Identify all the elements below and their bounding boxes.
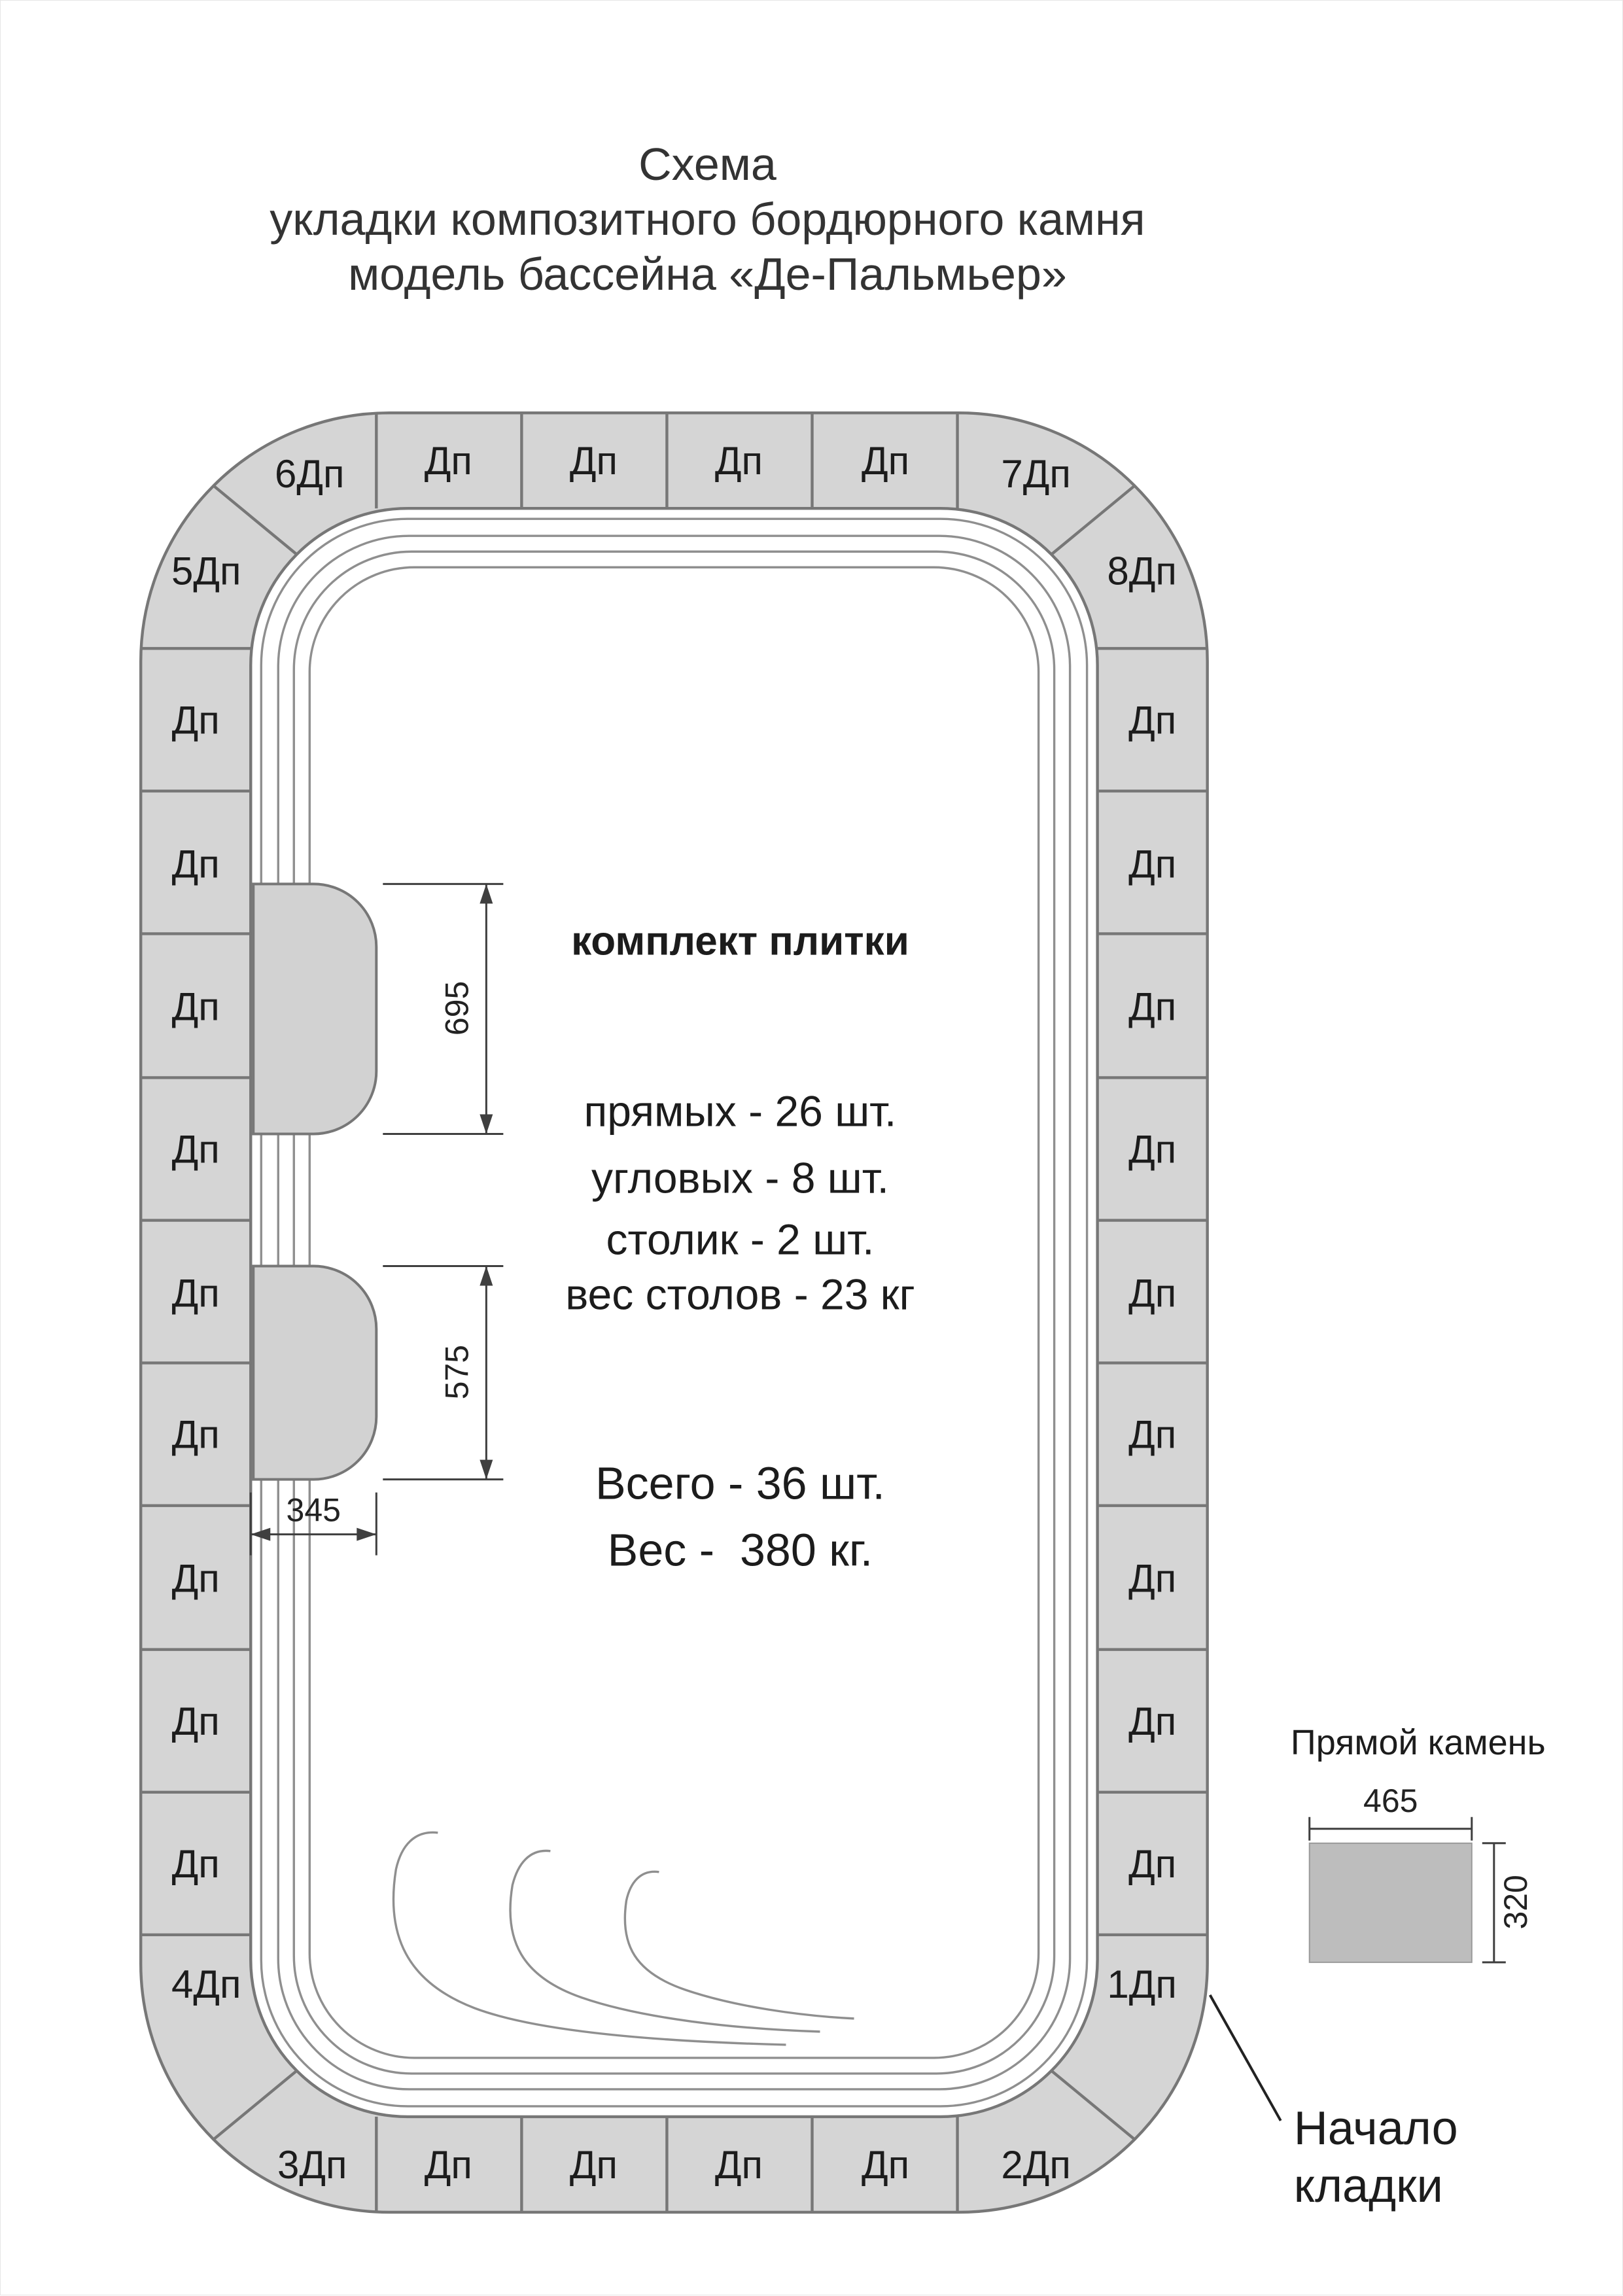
corner-label-5: 5Дп [171, 549, 241, 593]
tile-label-left-6: Дп [172, 1413, 220, 1457]
tile-label-bottom-3: Дп [715, 2143, 763, 2187]
corner-tile-dividers [213, 485, 1136, 2140]
dim-695-arrow-top [480, 884, 493, 904]
dim-345-extensions [249, 1492, 377, 1556]
stone-width-dim [1308, 1817, 1473, 1841]
kit-info: комплект плитки прямых - 26 шт. угловых … [565, 918, 915, 1575]
tile-label-left-2: Дп [172, 842, 220, 886]
stone-width-label: 465 [1363, 1783, 1418, 1819]
start-note-line1: Начало [1294, 2102, 1458, 2155]
tile-label-top-4: Дп [862, 439, 909, 483]
dim-695-extensions [383, 882, 504, 1135]
tile-label-top-2: Дп [570, 439, 618, 483]
top-tile-dividers [375, 413, 959, 509]
corner-label-1: 1Дп [1107, 1962, 1176, 2006]
tile-label-left-9: Дп [172, 1842, 220, 1886]
pool-stairs [392, 1831, 854, 2046]
start-leader-line [1208, 1994, 1282, 2121]
left-tile-dividers [141, 647, 251, 1937]
tile-label-right-3: Дп [1128, 984, 1176, 1028]
corner-label-7: 7Дп [1001, 452, 1071, 496]
dimension-annotations: 695 575 345 [249, 882, 504, 1556]
kit-corner-count: угловых - 8 шт. [591, 1154, 889, 1202]
dim-575-arrow-top [480, 1266, 493, 1286]
tile-label-left-5: Дп [172, 1272, 220, 1315]
pool-table-1 [252, 882, 378, 1136]
corner-label-3: 3Дп [277, 2143, 347, 2187]
tile-label-right-6: Дп [1128, 1413, 1176, 1457]
pool-outline [252, 517, 1089, 2108]
pool-table-2 [252, 1264, 378, 1481]
dim-345-label: 345 [287, 1492, 341, 1529]
stone-legend-title: Прямой камень [1291, 1723, 1546, 1762]
tile-label-right-5: Дп [1128, 1272, 1176, 1315]
start-note: Начало кладки [1208, 1994, 1458, 2212]
corner-label-6: 6Дп [275, 452, 345, 496]
tile-label-right-8: Дп [1128, 1699, 1176, 1743]
dim-695-arrow-bottom [480, 1114, 493, 1134]
tile-label-left-7: Дп [172, 1557, 220, 1601]
corner-label-4: 4Дп [171, 1962, 241, 2006]
kit-straight-count: прямых - 26 шт. [584, 1087, 897, 1135]
tile-label-left-1: Дп [172, 698, 220, 742]
title-line-3: модель бассейна «Де-Пальмьер» [348, 249, 1067, 300]
tile-label-left-3: Дп [172, 984, 220, 1028]
dim-575-label: 575 [438, 1345, 475, 1399]
dim-695-label: 695 [438, 981, 475, 1035]
kit-table-count: столик - 2 шт. [606, 1215, 875, 1264]
tile-labels: Дп Дп Дп Дп Дп Дп Дп Дп Дп Дп Дп Дп Дп Д… [171, 439, 1177, 2187]
start-note-line2: кладки [1294, 2160, 1443, 2212]
tile-label-bottom-1: Дп [425, 2143, 472, 2187]
stone-height-dim [1482, 1842, 1506, 1964]
bottom-tile-dividers [375, 2116, 959, 2212]
tile-label-right-2: Дп [1128, 842, 1176, 886]
tile-label-top-3: Дп [715, 439, 763, 483]
right-tile-dividers [1097, 647, 1208, 1937]
tile-label-right-9: Дп [1128, 1842, 1176, 1886]
tile-label-right-1: Дп [1128, 698, 1176, 742]
kit-heading: комплект плитки [571, 918, 909, 964]
dim-345-arrow-right [357, 1527, 377, 1541]
corner-label-2: 2Дп [1001, 2143, 1071, 2187]
stone-height-label: 320 [1497, 1875, 1534, 1929]
stone-swatch [1308, 1842, 1473, 1963]
stone-legend: Прямой камень 465 320 [1291, 1723, 1546, 1964]
tile-ring [139, 411, 1209, 2214]
kit-total-count: Всего - 36 шт. [595, 1458, 885, 1509]
tile-label-bottom-4: Дп [862, 2143, 909, 2187]
title-line-1: Схема [638, 139, 777, 190]
tile-label-right-4: Дп [1128, 1128, 1176, 1172]
kit-table-weight: вес столов - 23 кг [565, 1270, 915, 1319]
dim-345-arrow-left [251, 1527, 271, 1541]
corner-label-8: 8Дп [1107, 549, 1176, 593]
title-block: Схема укладки композитного бордюрного ка… [270, 139, 1145, 300]
kit-total-weight: Вес - 380 кг. [608, 1525, 873, 1576]
tile-label-right-7: Дп [1128, 1557, 1176, 1601]
tile-label-top-1: Дп [425, 439, 472, 483]
dim-575-arrow-bottom [480, 1459, 493, 1480]
tile-label-left-8: Дп [172, 1699, 220, 1743]
title-line-2: укладки композитного бордюрного камня [270, 194, 1145, 245]
tile-label-left-4: Дп [172, 1128, 220, 1172]
tile-label-bottom-2: Дп [570, 2143, 618, 2187]
dim-575-extensions [383, 1265, 504, 1481]
